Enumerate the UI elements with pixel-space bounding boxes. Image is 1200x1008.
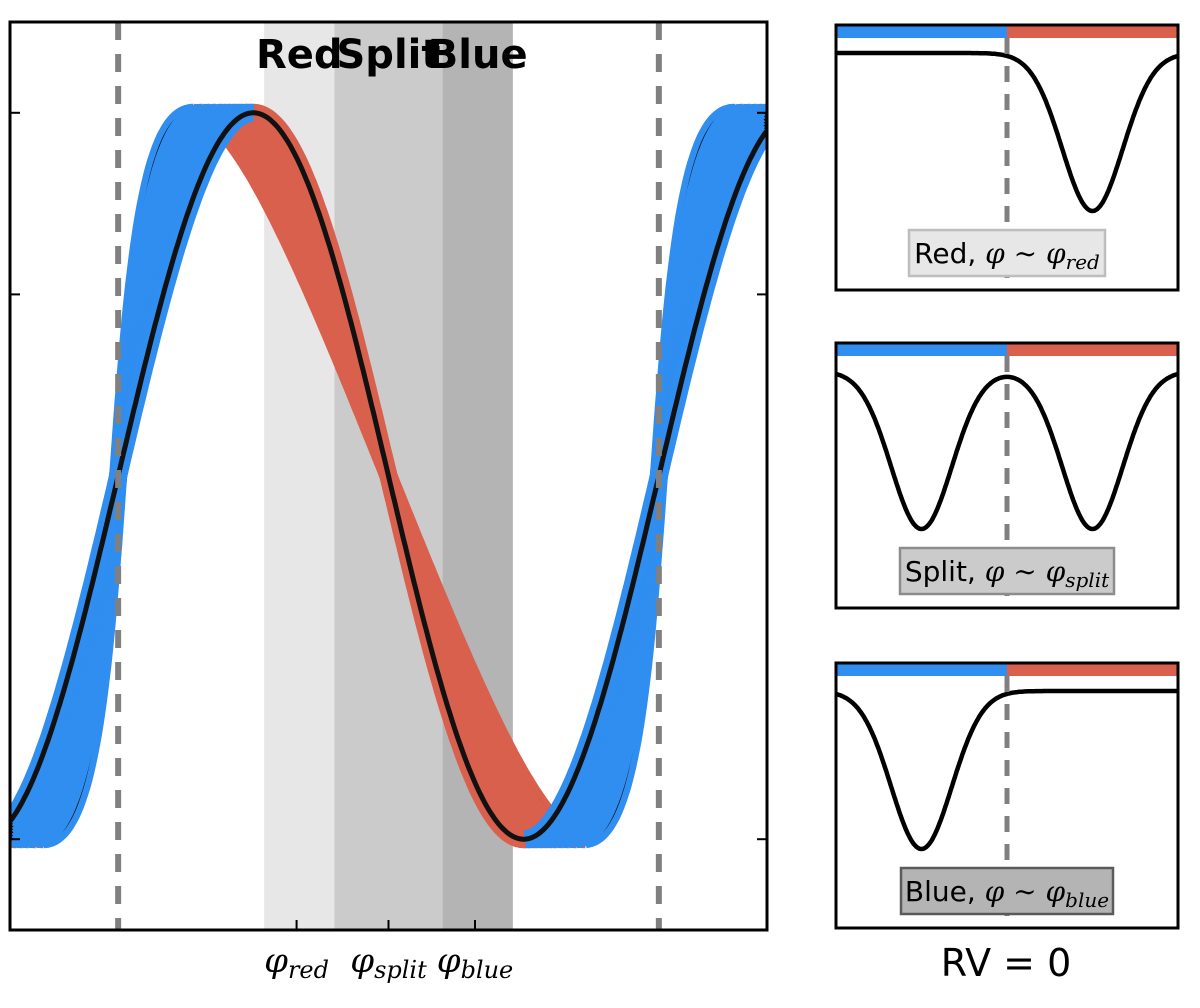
panel-label-box xyxy=(907,228,1107,278)
x-tick-label-red: φred xyxy=(264,941,329,984)
panel-label-box xyxy=(898,546,1116,596)
rv-curve-blue-segment xyxy=(517,123,767,849)
redshift-bar xyxy=(1007,343,1178,356)
blueshift-bar xyxy=(836,25,1007,38)
rv-curve xyxy=(10,103,767,849)
rv-zero-label: RV = 0 xyxy=(941,941,1072,985)
inset-frame xyxy=(834,23,1180,292)
rv-curve-blue-segment xyxy=(10,103,262,829)
line-profile xyxy=(835,371,1179,532)
band-label-blue: Blue xyxy=(428,32,528,78)
inset-frame xyxy=(834,661,1180,930)
inset-panel-blue: Blue, φ ∼ φblue xyxy=(834,661,1180,930)
blueshift-bar xyxy=(836,663,1007,676)
inset-panel-split: Split, φ ∼ φsplit xyxy=(834,341,1180,610)
panel-label: Blue, φ ∼ φblue xyxy=(905,875,1109,912)
band-label-red: Red xyxy=(256,32,343,78)
panel-label-box xyxy=(899,866,1115,916)
blueshift-bar xyxy=(836,343,1007,356)
line-profile xyxy=(835,688,1178,852)
rv-curve-blue-segment xyxy=(518,121,767,849)
x-tick-label-blue: φblue xyxy=(437,941,514,984)
rv-curve-line xyxy=(10,110,767,842)
redshift-bar xyxy=(1007,663,1178,676)
band-label-split: Split xyxy=(337,32,441,78)
redshift-bar xyxy=(1007,25,1178,38)
line-profile xyxy=(836,50,1179,214)
inset-frame xyxy=(834,341,1180,610)
inset-panel-red: Red, φ ∼ φred xyxy=(834,23,1180,292)
x-tick-label-split: φsplit xyxy=(350,941,427,984)
